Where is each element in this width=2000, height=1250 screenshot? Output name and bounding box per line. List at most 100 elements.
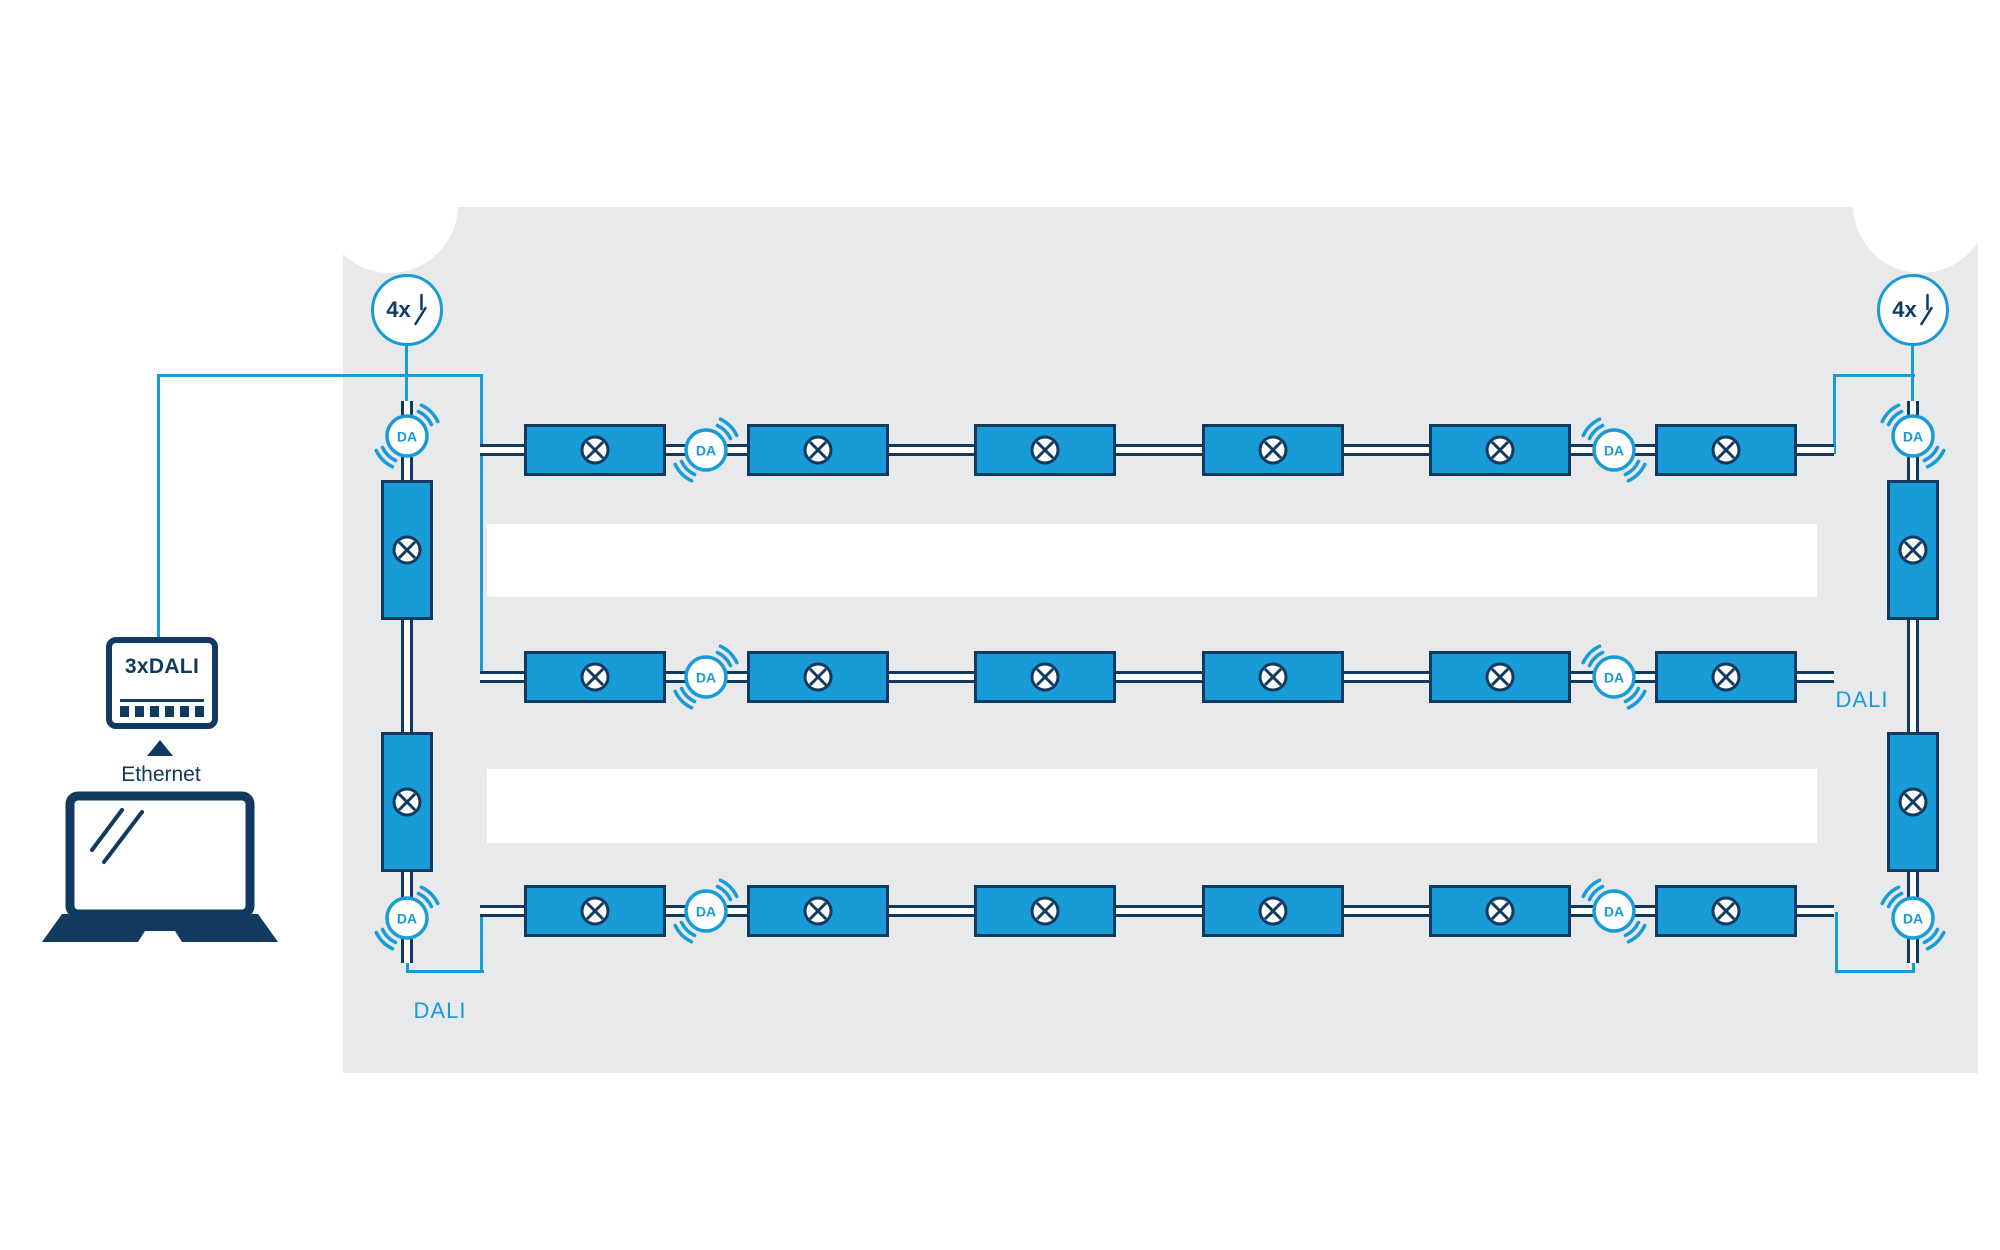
luminaire <box>381 480 433 620</box>
luminaire <box>1202 424 1344 476</box>
laptop-latch <box>138 931 182 942</box>
gateway-label: 4x <box>386 297 411 322</box>
luminaire <box>1887 732 1939 872</box>
lamp-icon <box>1485 896 1515 926</box>
luminaire <box>1429 651 1571 703</box>
da-node-label: DA <box>1903 429 1923 445</box>
lamp-icon <box>1898 787 1928 817</box>
dali-feed-line <box>406 956 409 973</box>
lamp-icon <box>1258 896 1288 926</box>
luminaire <box>1429 885 1571 937</box>
luminaire <box>974 651 1116 703</box>
lamp-icon <box>1711 435 1741 465</box>
da-node-label: DA <box>397 429 417 445</box>
da-node-graphic: DA <box>673 878 739 944</box>
da-node-label: DA <box>696 670 716 686</box>
lamp-icon <box>803 662 833 692</box>
da-node-graphic: DA <box>673 644 739 710</box>
da-node-label: DA <box>696 904 716 920</box>
pendant-icon <box>413 293 427 326</box>
luminaire <box>381 732 433 872</box>
dali-bus-label-right: DALI <box>1835 687 1889 712</box>
da-wireless-node: DA <box>1566 402 1662 498</box>
da-wireless-node: DA <box>1566 629 1662 725</box>
lamp-icon <box>580 896 610 926</box>
dali-feed-line <box>1835 970 1915 973</box>
controller-label: 3xDALI <box>124 655 200 678</box>
da-node-label: DA <box>1604 670 1624 686</box>
luminaire <box>974 424 1116 476</box>
dali-controller-device: 3xDALI <box>106 637 218 729</box>
da-node-label: DA <box>397 911 417 927</box>
lamp-icon <box>1898 535 1928 565</box>
dali-feed-line <box>1911 346 1914 403</box>
dali-bus-label-left: DALI <box>413 998 467 1023</box>
da-wireless-node: DA <box>1865 388 1961 484</box>
da-wireless-node: DA <box>658 402 754 498</box>
lamp-icon <box>1485 662 1515 692</box>
luminaire <box>1202 651 1344 703</box>
gateway-4x: 4x <box>1877 274 1949 346</box>
lamp-icon <box>1485 435 1515 465</box>
lamp-icon <box>803 896 833 926</box>
lamp-icon <box>392 787 422 817</box>
lamp-icon <box>1711 662 1741 692</box>
da-node-label: DA <box>696 443 716 459</box>
laptop-screen <box>65 791 255 919</box>
terminal-pin <box>120 706 129 717</box>
terminal-strip <box>120 699 204 717</box>
da-node-graphic: DA <box>1880 403 1946 469</box>
da-node-graphic: DA <box>673 417 739 483</box>
terminal-pin <box>135 706 144 717</box>
luminaire <box>1887 480 1939 620</box>
dali-feed-line <box>1833 374 1915 377</box>
ceiling-notch-right <box>1853 137 1989 273</box>
da-node-label: DA <box>1604 443 1624 459</box>
da-node-graphic: DA <box>374 403 440 469</box>
da-wireless-node: DA <box>658 629 754 725</box>
dali-feed-line <box>1912 956 1915 973</box>
dali-feed-line <box>1835 912 1838 973</box>
pendant-icon <box>1919 293 1933 326</box>
luminaire <box>524 651 666 703</box>
da-node-graphic: DA <box>1581 417 1647 483</box>
skylight-band-1 <box>487 524 1817 597</box>
luminaire <box>524 424 666 476</box>
lamp-icon <box>1030 662 1060 692</box>
da-node-label: DA <box>1604 904 1624 920</box>
lamp-icon <box>1258 662 1288 692</box>
terminal-pin <box>165 706 174 717</box>
terminal-pin <box>195 706 204 717</box>
da-node-graphic: DA <box>374 885 440 951</box>
lamp-icon <box>803 435 833 465</box>
terminal-pin <box>180 706 189 717</box>
luminaire <box>1429 424 1571 476</box>
da-node-graphic: DA <box>1581 878 1647 944</box>
da-node-label: DA <box>1903 911 1923 927</box>
luminaire <box>1655 651 1797 703</box>
luminaire <box>974 885 1116 937</box>
lamp-icon <box>1030 435 1060 465</box>
dali-feed-line <box>480 374 483 680</box>
dali-feed-line <box>157 374 160 640</box>
da-wireless-node: DA <box>658 863 754 959</box>
luminaire <box>1202 885 1344 937</box>
dali-feed-line <box>480 912 483 973</box>
da-wireless-node: DA <box>359 870 455 966</box>
lamp-icon <box>1258 435 1288 465</box>
laptop-icon <box>42 791 278 942</box>
gateway-label: 4x <box>1892 297 1917 322</box>
lamp-icon <box>580 435 610 465</box>
da-wireless-node: DA <box>1865 870 1961 966</box>
gateway-4x: 4x <box>371 274 443 346</box>
lamp-icon <box>392 535 422 565</box>
da-wireless-node: DA <box>359 388 455 484</box>
laptop-base <box>42 914 278 942</box>
lamp-icon <box>1711 896 1741 926</box>
dali-feed-line <box>405 346 408 403</box>
lamp-icon <box>1030 896 1060 926</box>
dali-feed-line <box>1833 374 1836 454</box>
da-node-graphic: DA <box>1581 644 1647 710</box>
